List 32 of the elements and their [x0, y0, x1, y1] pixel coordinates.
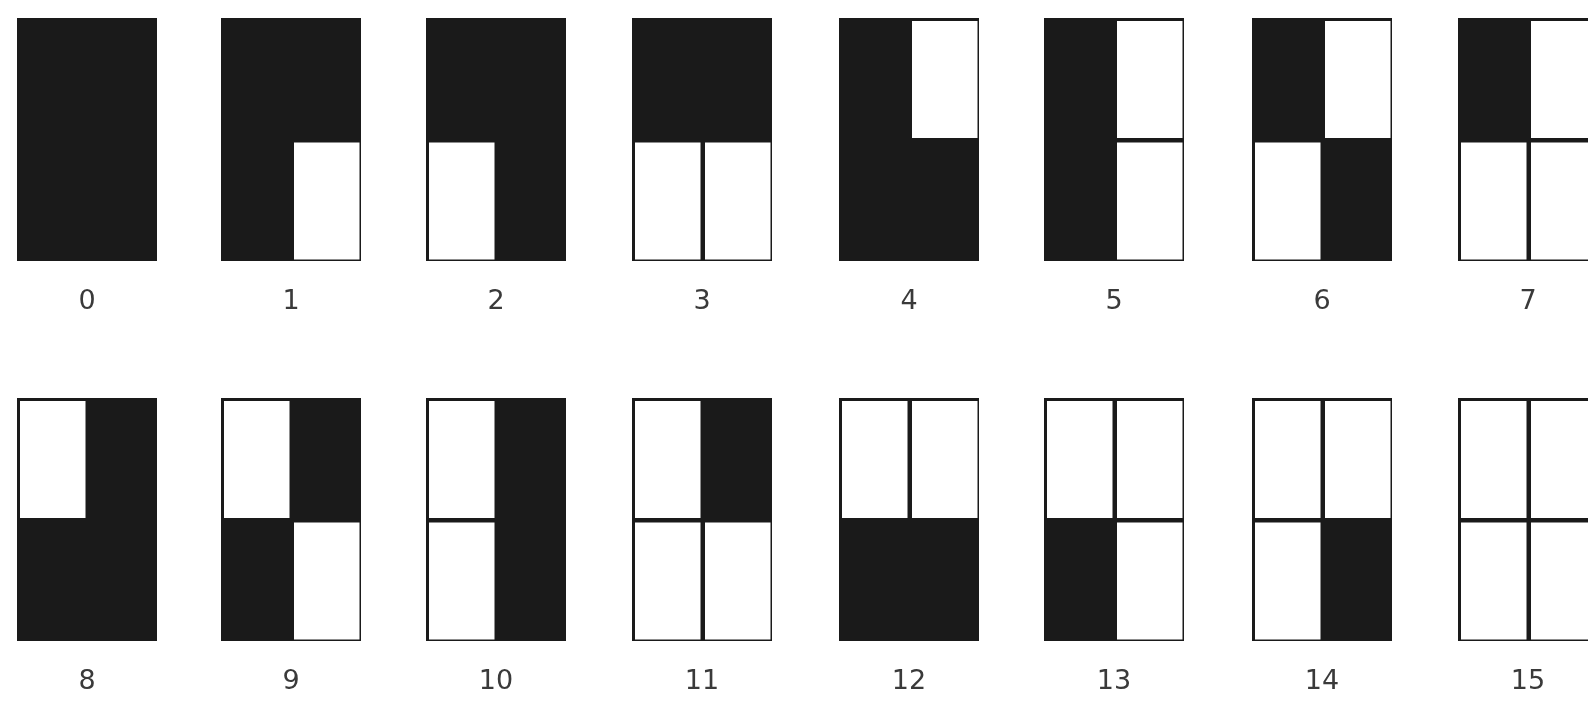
block-pattern-drawing: [221, 18, 361, 261]
block-pattern-drawing: [632, 18, 772, 261]
pattern-number: 3: [692, 286, 712, 313]
block-pattern-drawing: [17, 18, 157, 261]
pattern-number: 10: [477, 666, 515, 693]
pattern-number: 15: [1509, 666, 1547, 693]
block-pattern-drawing: [632, 398, 772, 641]
pattern-number: 2: [486, 286, 506, 313]
pattern-number: 7: [1518, 286, 1538, 313]
pattern-number: 14: [1303, 666, 1341, 693]
block-pattern-drawing: [426, 18, 566, 261]
block-pattern-drawing: [839, 18, 979, 261]
pattern-number: 4: [899, 286, 919, 313]
pattern-number: 11: [683, 666, 721, 693]
block-pattern-drawing: [17, 398, 157, 641]
pattern-number: 13: [1095, 666, 1133, 693]
block-pattern-drawing: [1252, 18, 1392, 261]
block-pattern-drawing: [1458, 18, 1588, 261]
pattern-number: 0: [77, 286, 97, 313]
pattern-number: 8: [77, 666, 97, 693]
block-pattern-drawing: [426, 398, 566, 641]
pattern-number: 6: [1312, 286, 1332, 313]
pattern-number: 1: [281, 286, 301, 313]
block-pattern-drawing: [1458, 398, 1588, 641]
block-pattern-drawing: [1044, 398, 1184, 641]
block-pattern-drawing: [1252, 398, 1392, 641]
pattern-number: 9: [281, 666, 301, 693]
pattern-number: 12: [890, 666, 928, 693]
block-pattern-drawing: [839, 398, 979, 641]
pattern-number: 5: [1104, 286, 1124, 313]
block-pattern-drawing: [221, 398, 361, 641]
block-pattern-drawing: [1044, 18, 1184, 261]
